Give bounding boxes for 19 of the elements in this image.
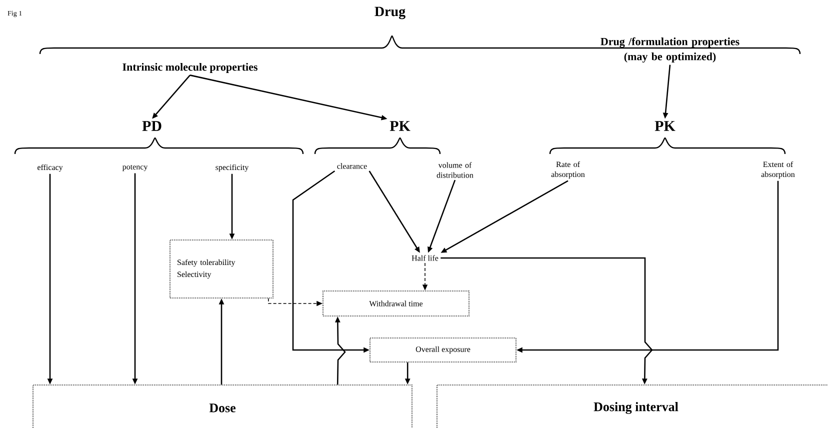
outcome-box: Dose: [32, 384, 412, 428]
process-box: Overall exposure: [370, 338, 516, 362]
property-label: Rate of absorption: [551, 161, 585, 179]
property-label: potency: [122, 164, 148, 172]
category-label: Drug /formulation properties (may be optimized): [600, 37, 740, 63]
property-label: Extent of absorption: [761, 161, 795, 179]
property-label: specificity: [216, 164, 249, 172]
category-label: Intrinsic molecule properties: [122, 63, 258, 73]
category-label: PK: [390, 121, 410, 131]
property-label: Half life: [412, 255, 438, 261]
category-label: PD: [142, 121, 162, 131]
process-box: Safety tolerability Selectivity: [170, 240, 274, 298]
property-label: clearance: [337, 163, 367, 169]
category-label: PK: [654, 121, 676, 131]
outcome-box: Dosing interval: [436, 384, 828, 428]
property-label: volume of distribution: [436, 162, 474, 178]
process-box: Withdrawal time: [322, 290, 470, 316]
heading: Drug: [374, 6, 406, 20]
property-label: efficacy: [38, 164, 63, 172]
